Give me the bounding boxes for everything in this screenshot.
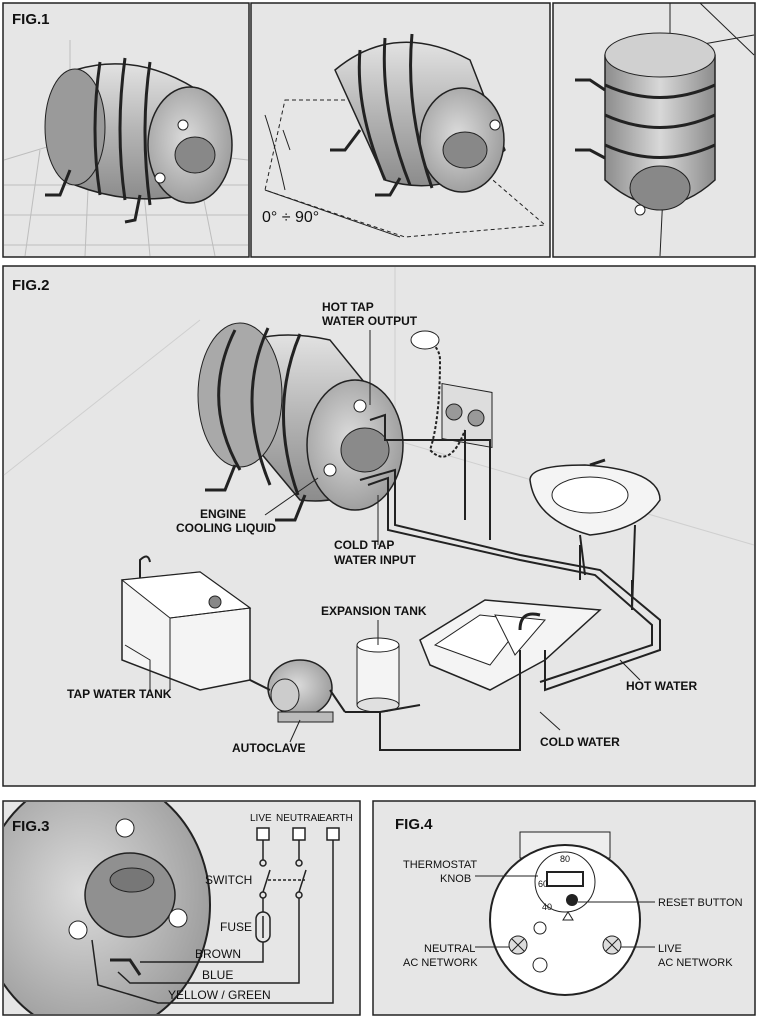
switch-label: SWITCH <box>205 873 252 887</box>
heater-closeup <box>4 802 211 1014</box>
cold-water-label: COLD WATER <box>540 735 620 749</box>
water-heater-main <box>197 322 404 522</box>
fig3-label: FIG.3 <box>12 818 50 835</box>
autoclave-pump <box>267 659 334 723</box>
autoclave-label: AUTOCLAVE <box>232 741 306 755</box>
hot-tap-output-label-2: WATER OUTPUT <box>322 314 418 328</box>
neutral-label: NEUTRAL <box>276 813 323 824</box>
shower-mixer <box>410 330 493 458</box>
dial-mark-60: 60 <box>538 879 548 889</box>
fig4-leaders <box>475 875 655 948</box>
brown-label: BROWN <box>195 947 241 961</box>
dial-mark-40: 40 <box>542 902 552 912</box>
washbasin <box>529 458 661 611</box>
neutral-ac-label-2: AC NETWORK <box>403 957 478 969</box>
earth-label: EARTH <box>319 813 353 824</box>
wiring <box>91 840 334 1004</box>
hot-tap-output-label-1: HOT TAP <box>322 300 374 314</box>
engine-cooling-label-1: ENGINE <box>200 507 246 521</box>
live-ac-label-2: AC NETWORK <box>658 957 733 969</box>
blue-label: BLUE <box>202 968 233 982</box>
fig1-label: FIG.1 <box>12 11 50 28</box>
fig2-panel: FIG.2 <box>2 265 756 787</box>
water-heater-vertical <box>575 32 716 216</box>
live-label: LIVE <box>250 813 272 824</box>
tap-water-tank <box>120 555 252 691</box>
thermostat-knob-label-2: KNOB <box>440 873 471 885</box>
thermostat-knob-label-1: THERMOSTAT <box>403 859 477 871</box>
dial-mark-80: 80 <box>560 854 570 864</box>
pipes <box>249 413 661 751</box>
neutral-ac-label-1: NEUTRAL <box>424 943 475 955</box>
expansion-tank-label: EXPANSION TANK <box>321 604 427 618</box>
fuse-label: FUSE <box>220 920 252 934</box>
cold-tap-input-label-1: COLD TAP <box>334 538 394 552</box>
water-heater-horizontal <box>44 57 233 224</box>
expansion-tank <box>356 637 400 713</box>
hot-water-label: HOT WATER <box>626 679 697 693</box>
fig3-panel: FIG.3 LIVE NEUTRAL EARTH S <box>2 800 361 1016</box>
angle-label: 0° ÷ 90° <box>262 209 319 226</box>
fig4-panel: FIG.4 60 80 40 THERMOSTAT KNOB RESET BUT… <box>372 800 756 1016</box>
cold-tap-input-label-2: WATER INPUT <box>334 553 416 567</box>
yellow-green-label: YELLOW / GREEN <box>168 988 271 1002</box>
power-terminals <box>256 827 340 841</box>
live-ac-label-1: LIVE <box>658 943 682 955</box>
fig2-label: FIG.2 <box>12 277 50 294</box>
fig2-leaders <box>124 330 641 743</box>
thermostat-housing <box>489 831 641 996</box>
tap-water-tank-label: TAP WATER TANK <box>67 687 172 701</box>
water-heater-tilted <box>330 33 506 197</box>
fig4-label: FIG.4 <box>395 816 433 833</box>
engine-cooling-label-2: COOLING LIQUID <box>176 521 276 535</box>
fig1-panel: 0° ÷ 90° FIG.1 <box>2 2 756 258</box>
kitchen-sink <box>419 599 602 691</box>
reset-button-label: RESET BUTTON <box>658 897 743 909</box>
